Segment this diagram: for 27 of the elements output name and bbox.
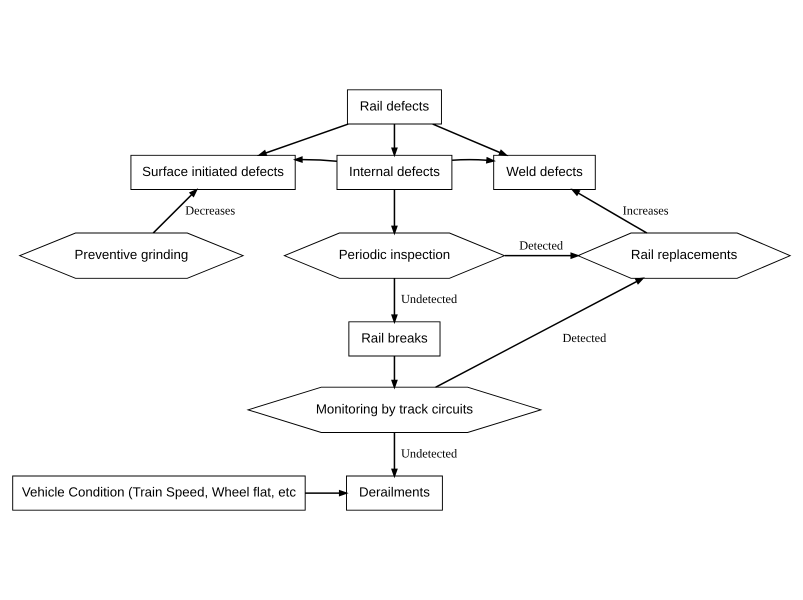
node-box: Surface initiated defects [130, 154, 296, 190]
arrow [391, 124, 398, 158]
arrow [152, 188, 198, 234]
arrow [570, 188, 648, 234]
arrow [452, 156, 496, 164]
arrow [504, 252, 580, 260]
node-box: Derailments [346, 476, 443, 511]
node-box: Rail breaks [348, 321, 440, 356]
arrow [292, 156, 337, 163]
node-box: Weld defects [493, 154, 596, 190]
arrow [432, 123, 508, 156]
edge-label: Decreases [185, 204, 236, 218]
arrow [391, 356, 398, 390]
edge-label: Undetected [401, 292, 458, 306]
arrow [391, 278, 398, 324]
edge-label: Increases [622, 204, 669, 218]
node-box: Vehicle Condition (Train Speed, Wheel flat, etc [12, 476, 306, 511]
arrow [305, 490, 349, 496]
arrow [257, 123, 348, 156]
edge-label: Detected [562, 331, 606, 346]
arrow [435, 277, 645, 388]
node-box: Internal defects [336, 154, 452, 190]
edge-label: Detected [519, 238, 564, 252]
arrow [391, 432, 398, 478]
edge-label: Undetected [401, 446, 458, 460]
node-box: Rail defects [346, 89, 442, 124]
arrow [391, 190, 398, 236]
